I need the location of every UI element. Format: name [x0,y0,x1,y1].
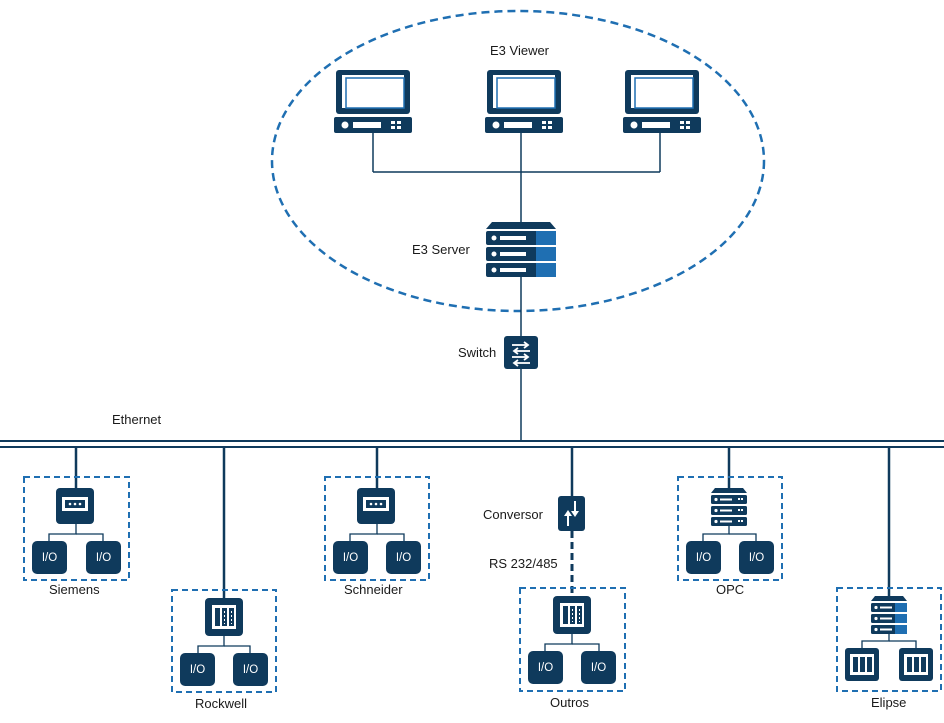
rack-icon [205,598,243,636]
io-module: I/O [386,541,421,574]
io-module: I/O [86,541,121,574]
plc-icon [56,488,94,524]
plc-icon [357,488,395,524]
server-label: E3 Server [412,242,470,257]
conversor-label: Conversor [483,507,543,522]
ethernet-label: Ethernet [112,412,162,427]
rs-label: RS 232/485 [489,556,558,571]
node-label-opc: OPC [716,582,745,597]
io-module: I/O [333,541,368,574]
workstation-icon [334,70,412,133]
rack-module-icon [845,648,879,681]
io-module: I/O [180,653,215,686]
switch-icon [504,336,538,369]
server-stack-icon [486,222,556,277]
io-module: I/O [32,541,67,574]
io-module: I/O [528,651,563,684]
io-module: I/O [686,541,721,574]
server-icon [871,596,907,634]
switch-label: Switch [458,345,497,360]
node-label-rockwell: Rockwell [195,696,248,711]
server-icon [711,488,747,526]
node-label-elipse: Elipse [871,695,907,710]
node-label-siemens: Siemens [49,582,100,597]
io-module: I/O [739,541,774,574]
io-connectors [48,524,917,653]
bus-drops [74,448,891,598]
ethernet-bus [0,440,944,448]
viewer-label: E3 Viewer [490,43,550,58]
workstation-icon [623,70,701,133]
io-module: I/O [233,653,268,686]
io-module: I/O [581,651,616,684]
node-label-outros: Outros [550,695,590,710]
rack-icon [553,596,591,634]
rack-module-icon [899,648,933,681]
node-boundaries [23,476,942,693]
converter-icon [558,496,585,531]
node-label-schneider: Schneider [344,582,403,597]
workstation-icon [485,70,563,133]
viewer-connections [372,133,661,222]
supervisory-boundary [270,9,766,313]
